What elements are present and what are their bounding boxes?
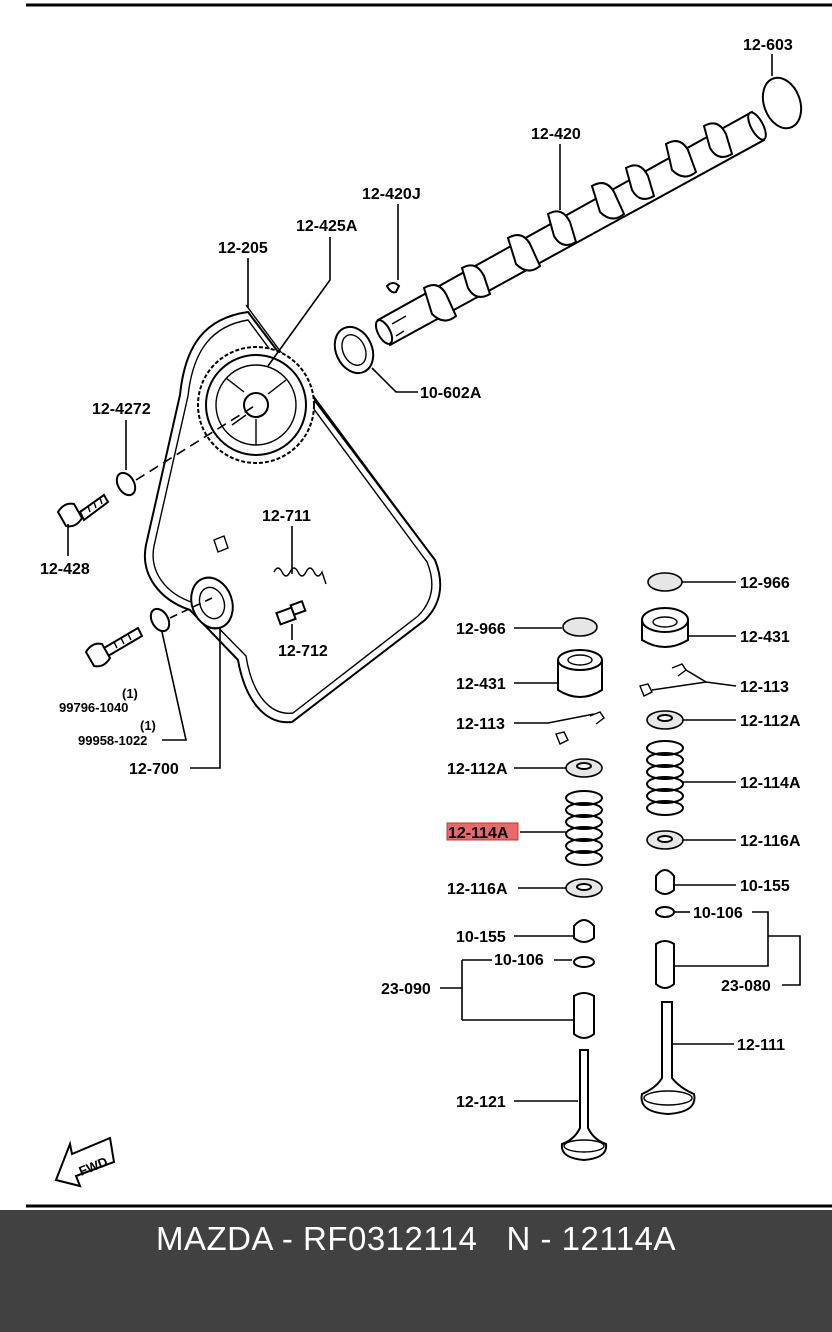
label-12-700: 12-700 [129, 761, 179, 778]
right-valve-keeper [639, 663, 687, 697]
left-valve-guide [573, 992, 595, 1039]
label-left-12-966: 12-966 [456, 621, 506, 638]
camshaft-oil-seal [333, 325, 375, 375]
right-valve-spring [646, 740, 684, 816]
label-99958-qty: (1) [140, 718, 156, 733]
label-10-602A: 10-602A [420, 385, 482, 402]
label-12-420: 12-420 [531, 126, 581, 143]
label-right-12-431: 12-431 [740, 629, 790, 646]
label-12-420J: 12-420J [362, 186, 421, 203]
label-right-12-966: 12-966 [740, 575, 790, 592]
pulley-bolt [56, 493, 110, 528]
label-right-10-106: 10-106 [693, 905, 743, 922]
tensioner-washer [149, 607, 171, 633]
pulley-washer [115, 471, 137, 497]
right-valve [640, 1001, 696, 1116]
tensioner-axis-dashed [169, 597, 213, 619]
label-right-12-116A: 12-116A [740, 833, 801, 850]
fwd-arrow-icon: FWD [54, 1136, 116, 1188]
camshaft [374, 110, 767, 347]
label-right-10-155: 10-155 [740, 878, 790, 895]
label-right-23-080: 23-080 [721, 978, 771, 995]
callout-labels: 12-603 12-420 12-420J 12-425A 12-205 10-… [40, 37, 801, 1111]
label-99958-1022: 99958-1022 [78, 733, 147, 748]
label-12-4272: 12-4272 [92, 401, 151, 418]
tensioner-bolt [84, 626, 144, 668]
label-left-12-116A: 12-116A [447, 881, 508, 898]
label-12-205: 12-205 [218, 240, 268, 257]
label-99796-qty: (1) [122, 686, 138, 701]
camshaft-pulley [197, 346, 315, 464]
left-o-ring [573, 956, 595, 968]
left-tappet [557, 649, 603, 698]
left-valve-seal [573, 919, 595, 943]
label-left-10-106: 10-106 [494, 952, 544, 969]
label-right-12-112A: 12-112A [740, 713, 801, 730]
label-left-12-121: 12-121 [456, 1094, 506, 1111]
leader-lines [67, 54, 801, 1102]
part-number-caption: MAZDA - RF0312114 N - 12114A [155, 1220, 676, 1257]
right-spring-seat [646, 830, 684, 850]
right-valve-guide [655, 940, 675, 989]
label-right-12-111: 12-111 [737, 1037, 785, 1054]
pulley-axis-dashed [135, 404, 257, 481]
camshaft-key [385, 282, 401, 294]
exploded-parts-diagram: FWD 12-60 [26, 3, 832, 1208]
label-12-603: 12-603 [743, 37, 793, 54]
right-shim [647, 572, 683, 592]
label-right-12-113: 12-113 [740, 679, 789, 696]
label-12-711: 12-711 [262, 508, 311, 525]
right-tappet [641, 607, 689, 648]
tensioner-spring-pin [275, 599, 307, 626]
left-valve-keeper [555, 711, 605, 745]
part-number-footer: MAZDA - RF0312114 N - 12114A [0, 1210, 832, 1332]
label-12-428: 12-428 [40, 561, 90, 578]
label-left-12-113: 12-113 [456, 716, 505, 733]
label-left-12-114A: 12-114A [448, 825, 509, 842]
label-left-12-431: 12-431 [456, 676, 506, 693]
left-spring-seat [565, 878, 603, 898]
label-99796-1040: 99796-1040 [59, 700, 128, 715]
left-valve [560, 1049, 608, 1162]
right-o-ring [655, 906, 675, 918]
label-right-12-114A: 12-114A [740, 775, 801, 792]
highlight-box [446, 822, 519, 841]
label-12-712: 12-712 [278, 643, 328, 660]
right-valve-seal [655, 869, 675, 895]
camshaft-end-plug [761, 76, 803, 130]
label-left-10-155: 10-155 [456, 929, 506, 946]
label-12-425A: 12-425A [296, 218, 358, 235]
left-shim [562, 617, 598, 637]
right-spring-retainer [646, 710, 684, 730]
tensioner-pulley [190, 535, 234, 630]
label-left-23-090: 23-090 [381, 981, 431, 998]
label-left-12-112A: 12-112A [447, 761, 508, 778]
left-spring-retainer [565, 758, 603, 778]
tensioner-spring [273, 567, 327, 585]
left-valve-spring [565, 790, 603, 866]
